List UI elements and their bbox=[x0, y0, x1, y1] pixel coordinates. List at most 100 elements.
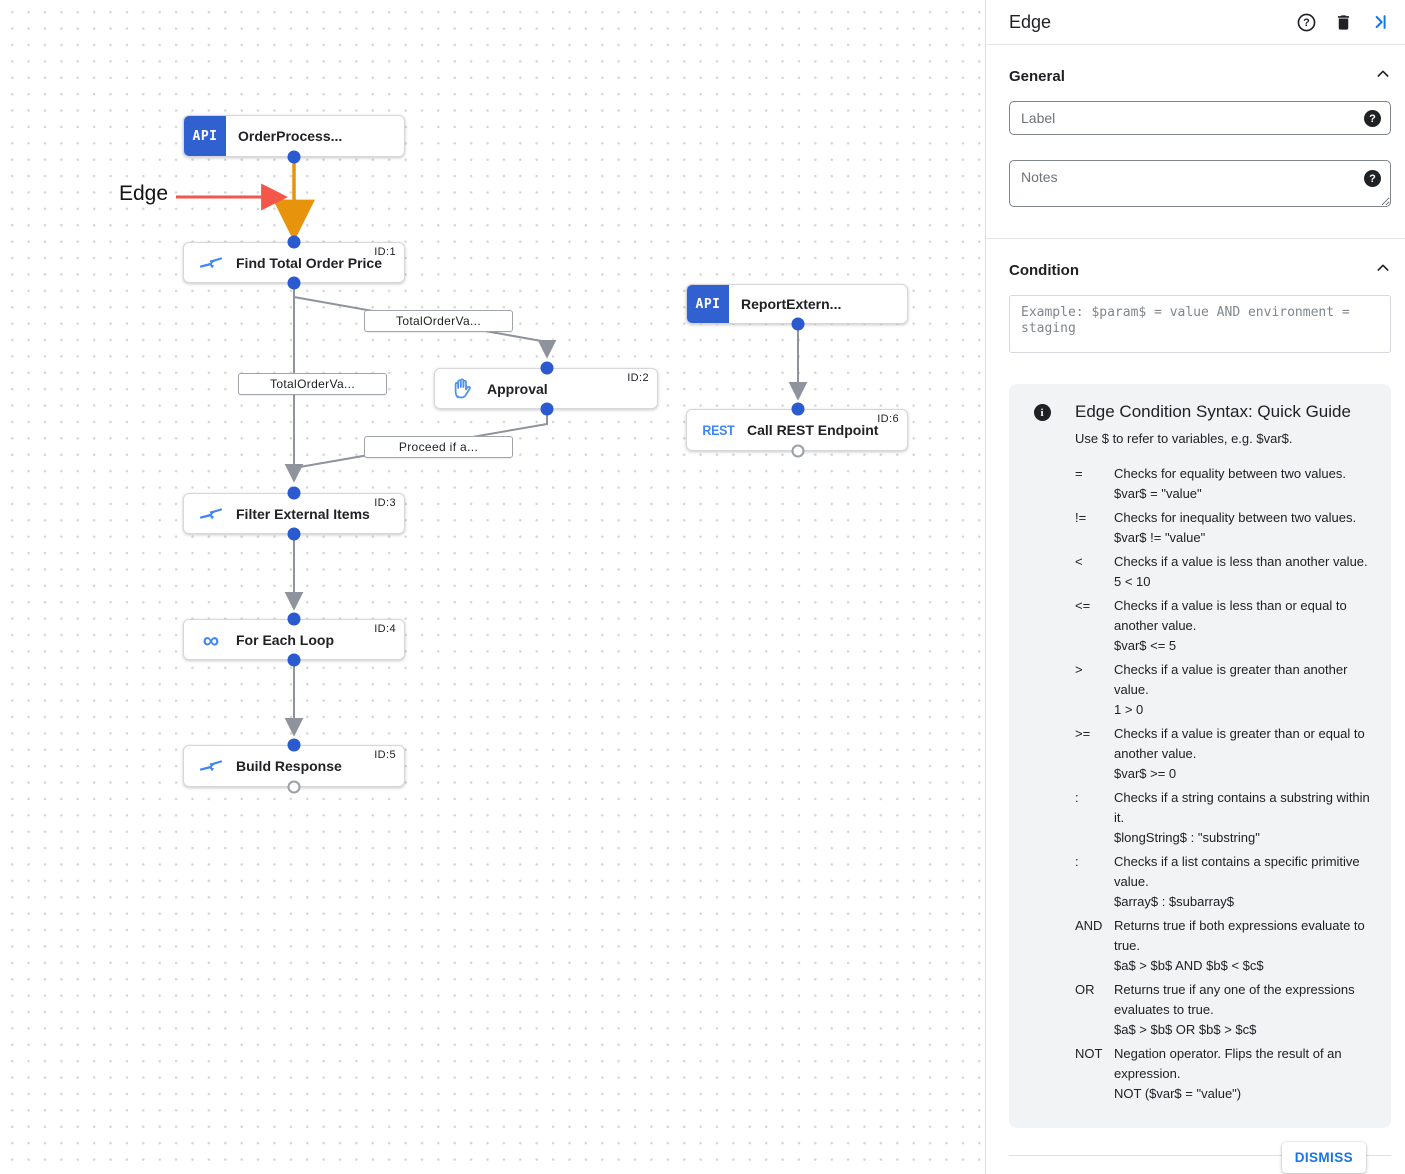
guide-row: Returns true if any one of the expressio… bbox=[1114, 980, 1371, 1040]
svg-text:?: ? bbox=[1303, 17, 1310, 29]
edge-condition-label[interactable]: Proceed if a... bbox=[364, 436, 513, 458]
connection-port[interactable] bbox=[287, 653, 301, 667]
label-input[interactable] bbox=[1009, 101, 1391, 135]
mapping-icon-slot bbox=[198, 255, 224, 271]
guide-row: Checks if a value is less than or equal … bbox=[1114, 596, 1371, 656]
guide-row: Checks if a list contains a specific pri… bbox=[1114, 852, 1371, 912]
rest-icon-slot: REST bbox=[701, 423, 735, 438]
connection-port-empty[interactable] bbox=[287, 780, 301, 794]
guide-example: $longString$ : "substring" bbox=[1114, 830, 1260, 845]
connection-port[interactable] bbox=[540, 402, 554, 416]
guide-subtitle: Use $ to refer to variables, e.g. $var$. bbox=[1075, 431, 1293, 446]
info-icon: i bbox=[1033, 404, 1051, 421]
edge-condition-label[interactable]: TotalOrderVa... bbox=[238, 373, 387, 395]
connection-port[interactable] bbox=[287, 612, 301, 626]
panel-footer: DISMISS bbox=[1009, 1142, 1391, 1174]
guide-operator: = bbox=[1075, 466, 1083, 481]
connection-port[interactable] bbox=[791, 402, 805, 416]
help-icon[interactable]: ? bbox=[1295, 11, 1317, 33]
condition-syntax-guide: i Edge Condition Syntax: Quick Guide Use… bbox=[1009, 384, 1391, 1128]
guide-description: Checks for equality between two values. bbox=[1114, 466, 1346, 481]
data-mapping-icon bbox=[199, 760, 223, 772]
connection-port[interactable] bbox=[287, 276, 301, 290]
collapse-panel-icon[interactable] bbox=[1369, 11, 1391, 33]
node-id-badge: ID:6 bbox=[877, 413, 899, 425]
guide-example: NOT ($var$ = "value") bbox=[1114, 1086, 1242, 1101]
guide-example: 5 < 10 bbox=[1114, 574, 1151, 589]
guide-operator: < bbox=[1075, 554, 1083, 569]
guide-description: Checks if a string contains a substring … bbox=[1114, 790, 1370, 825]
edges-layer bbox=[176, 162, 808, 737]
node-id-badge: ID:4 bbox=[374, 623, 396, 635]
connection-port[interactable] bbox=[287, 150, 301, 164]
trash-icon[interactable] bbox=[1332, 11, 1354, 33]
guide-description: Checks if a value is less than or equal … bbox=[1114, 598, 1347, 633]
guide-example: $var$ = "value" bbox=[1114, 486, 1202, 501]
chevron-up-icon[interactable] bbox=[1375, 260, 1391, 281]
connection-port[interactable] bbox=[540, 361, 554, 375]
dismiss-button[interactable]: DISMISS bbox=[1281, 1142, 1366, 1173]
guide-example: $array$ : $subarray$ bbox=[1114, 894, 1234, 909]
guide-operator: NOT bbox=[1075, 1046, 1103, 1061]
guide-operator: : bbox=[1075, 854, 1079, 869]
guide-example: $a$ > $b$ AND $b$ < $c$ bbox=[1114, 958, 1264, 973]
chevron-up-icon[interactable] bbox=[1375, 66, 1391, 87]
guide-operator: != bbox=[1075, 510, 1087, 525]
panel-header: Edge ? bbox=[986, 0, 1405, 45]
edge-condition-label[interactable]: TotalOrderVa... bbox=[364, 310, 513, 332]
mapping-icon-slot bbox=[198, 758, 224, 774]
guide-example: $var$ != "value" bbox=[1114, 530, 1206, 545]
node-title: For Each Loop bbox=[236, 631, 334, 648]
notes-input[interactable] bbox=[1009, 160, 1391, 207]
annotation-edge-label: Edge bbox=[119, 182, 169, 205]
connection-port[interactable] bbox=[287, 738, 301, 752]
connection-port[interactable] bbox=[791, 317, 805, 331]
node-id-badge: ID:1 bbox=[374, 246, 396, 258]
node-title: Approval bbox=[487, 380, 548, 397]
guide-row: Returns true if both expressions evaluat… bbox=[1114, 916, 1371, 976]
connection-port[interactable] bbox=[287, 486, 301, 500]
api-trigger-icon: API bbox=[184, 116, 226, 156]
guide-operator: <= bbox=[1075, 598, 1091, 613]
label-help-icon[interactable]: ? bbox=[1364, 110, 1381, 127]
node-build-response[interactable]: Build Response ID:5 bbox=[183, 745, 405, 787]
loop-icon-slot: ∞ bbox=[198, 626, 224, 653]
node-id-badge: ID:5 bbox=[374, 749, 396, 761]
guide-description: Checks if a list contains a specific pri… bbox=[1114, 854, 1360, 889]
guide-description: Returns true if both expressions evaluat… bbox=[1114, 918, 1365, 953]
connection-port[interactable] bbox=[287, 527, 301, 541]
condition-heading: Condition bbox=[1009, 262, 1079, 279]
guide-row: Checks if a value is less than another v… bbox=[1114, 552, 1371, 592]
data-mapping-icon bbox=[199, 507, 223, 519]
node-title: Build Response bbox=[236, 758, 342, 774]
guide-row: Checks if a value is greater than anothe… bbox=[1114, 660, 1371, 720]
connection-port-empty[interactable] bbox=[791, 444, 805, 458]
guide-title: Edge Condition Syntax: Quick Guide bbox=[1075, 402, 1351, 421]
mapping-icon-slot bbox=[198, 506, 224, 522]
guide-example: $var$ >= 0 bbox=[1114, 766, 1177, 781]
node-title: ReportExtern... bbox=[741, 296, 842, 312]
node-title: Call REST Endpoint bbox=[747, 422, 879, 438]
guide-description: Negation operator. Flips the result of a… bbox=[1114, 1046, 1342, 1081]
guide-row: Negation operator. Flips the result of a… bbox=[1114, 1044, 1371, 1104]
section-divider bbox=[986, 238, 1405, 239]
node-for-each-loop[interactable]: ∞ For Each Loop ID:4 bbox=[183, 619, 405, 660]
guide-operator: AND bbox=[1075, 918, 1103, 933]
guide-description: Checks if a value is less than another v… bbox=[1114, 554, 1368, 569]
edge-config-panel: Edge ? General bbox=[985, 0, 1405, 1174]
guide-row: Checks for equality between two values. $… bbox=[1114, 464, 1371, 504]
loop-icon: ∞ bbox=[202, 626, 220, 653]
connection-port[interactable] bbox=[287, 235, 301, 249]
node-title: Find Total Order Price bbox=[236, 254, 382, 271]
notes-help-icon[interactable]: ? bbox=[1364, 170, 1381, 187]
condition-input[interactable] bbox=[1009, 295, 1391, 353]
guide-description: Checks for inequality between two values… bbox=[1114, 510, 1357, 525]
guide-operator: OR bbox=[1075, 982, 1095, 997]
